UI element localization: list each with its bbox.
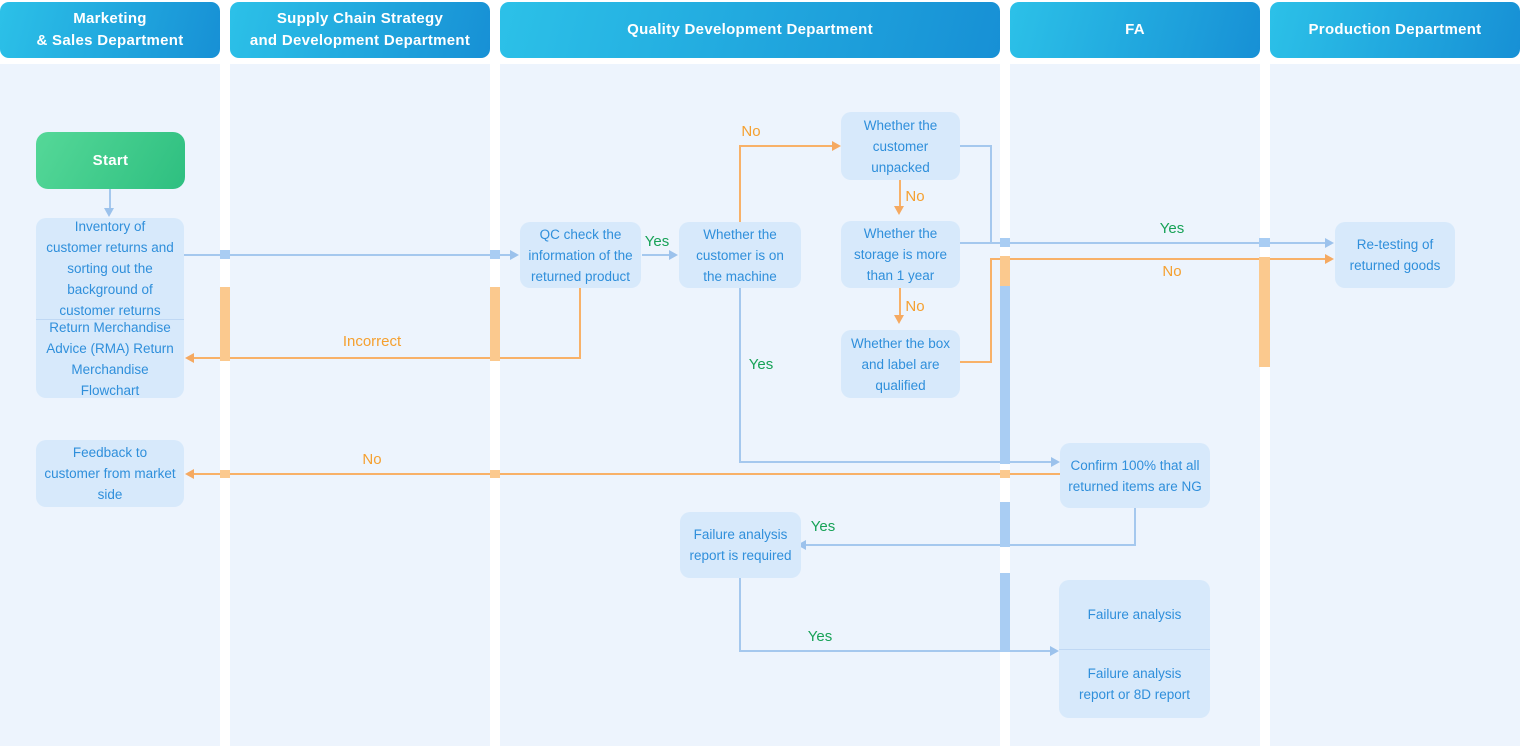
lane-crossing-bar [220,287,230,361]
connector-boxlabel-elbow-v [990,259,992,363]
connector-confirm-no-to-feedback [191,473,1060,475]
node-qc-check: QC check the information of the returned… [520,222,641,288]
connector-machine-no-v [739,146,741,222]
connector-unpacked-no-to-storage [899,180,901,207]
lane-header-supply-chain: Supply Chain Strategy and Development De… [230,2,490,58]
connector-confirm-to-fareq [806,544,1136,546]
node-customer-unpacked: Whether the customer unpacked [841,112,960,180]
connector-incorrect-to-rma [191,357,581,359]
arrowhead-down-icon [104,208,114,217]
node-box-label-qualified: Whether the box and label are qualified [841,330,960,398]
connector-start-to-inventory [109,189,111,209]
connector-inventory-to-qc [184,254,510,256]
edge-label-incorrect: Incorrect [342,333,402,350]
node-retesting: Re-testing of returned goods [1335,222,1455,288]
lane-crossing-bar [490,287,500,361]
edge-label-yes: Yes [1159,220,1185,237]
arrowhead-down-icon [894,315,904,324]
node-customer-on-machine: Whether the customer is on the machine [679,222,801,288]
connector-storage-no-to-boxlabel [899,288,901,316]
arrowhead-right-icon [1050,646,1059,656]
connector-unpacked-elbow-v [990,145,992,243]
node-inventory: Inventory of customer returns and sortin… [46,219,174,318]
node-fa-report-8d: Failure analysis report or 8D report [1078,665,1191,702]
node-failure-analysis-stack: Failure analysis Failure analysis report… [1059,580,1210,718]
lane-title-line: & Sales Department [36,32,184,49]
lane-header-production: Production Department [1270,2,1520,58]
node-feedback: Feedback to customer from market side [36,440,184,507]
edge-label-yes: Yes [810,518,836,535]
connector-machine-yes-v [739,288,741,462]
lane-crossing-bar [1000,286,1010,464]
edge-label-no: No [362,451,382,468]
arrowhead-down-icon [894,206,904,215]
lane-crossing-bar [490,470,500,478]
connector-no-to-retesting [990,258,1326,260]
connector-confirm-down [1134,508,1136,545]
connector-boxlabel-elbow-h [960,361,991,363]
stack-divider [1059,649,1210,650]
lane-crossing-bar [490,250,500,259]
edge-label-yes: Yes [644,233,670,250]
lane-crossing-bar [1000,502,1010,547]
lane-title-line: FA [1125,21,1145,38]
arrowhead-left-icon [185,469,194,479]
arrowhead-right-icon [510,250,519,260]
lane-crossing-bar [220,470,230,478]
lane-crossing-bar [220,250,230,259]
edge-label-no: No [905,298,925,315]
lane-header-marketing-sales: Marketing & Sales Department [0,2,220,58]
edge-label-no: No [905,188,925,205]
lane-crossing-bar [1000,573,1010,652]
lane-crossing-bar [1259,238,1270,247]
connector-qc-incorrect-v [579,288,581,358]
lane-title-line: Supply Chain Strategy [276,10,444,27]
arrowhead-right-icon [832,141,841,151]
connector-fareq-down [739,578,741,651]
connector-unpacked-elbow-h [960,145,991,147]
node-rma-flowchart: Return Merchandise Advice (RMA) Return M… [46,320,174,398]
arrowhead-left-icon [185,353,194,363]
lane-header-fa: FA [1010,2,1260,58]
arrowhead-right-icon [1051,457,1060,467]
node-fa-report-required: Failure analysis report is required [680,512,801,578]
arrowhead-right-icon [1325,254,1334,264]
edge-label-no: No [1162,263,1182,280]
arrowhead-right-icon [1325,238,1334,248]
lane-crossing-bar [1000,238,1010,247]
lane-header-quality-development: Quality Development Department [500,2,1000,58]
edge-label-no: No [741,123,761,140]
lane-title-line: and Development Department [249,32,471,49]
node-inventory-rma-stack: Inventory of customer returns and sortin… [36,218,184,398]
node-storage-more-than-1-year: Whether the storage is more than 1 year [841,221,960,288]
connector-fareq-to-fa [739,650,1051,652]
node-start: Start [36,132,185,189]
connector-machine-no-to-unpacked [739,145,833,147]
connector-machine-yes-to-confirm [739,461,1053,463]
lane-crossing-bar [1000,256,1010,286]
lane-title-line: Production Department [1308,21,1482,38]
lane-supply-chain [230,64,490,746]
edge-label-yes: Yes [748,356,774,373]
lane-production [1270,64,1520,746]
node-confirm-100-ng: Confirm 100% that all returned items are… [1060,443,1210,508]
node-failure-analysis: Failure analysis [1087,607,1182,622]
connector-yes-to-retesting [960,242,1326,244]
lane-title-line: Quality Development Department [627,21,873,38]
arrowhead-left-icon [797,540,806,550]
connector-qc-to-machine [642,254,670,256]
lane-title-line: Marketing [73,10,147,27]
lane-crossing-bar [1259,257,1270,367]
lane-crossing-bar [1000,470,1010,478]
arrowhead-right-icon [669,250,678,260]
stack-divider [36,319,184,320]
edge-label-yes: Yes [807,628,833,645]
